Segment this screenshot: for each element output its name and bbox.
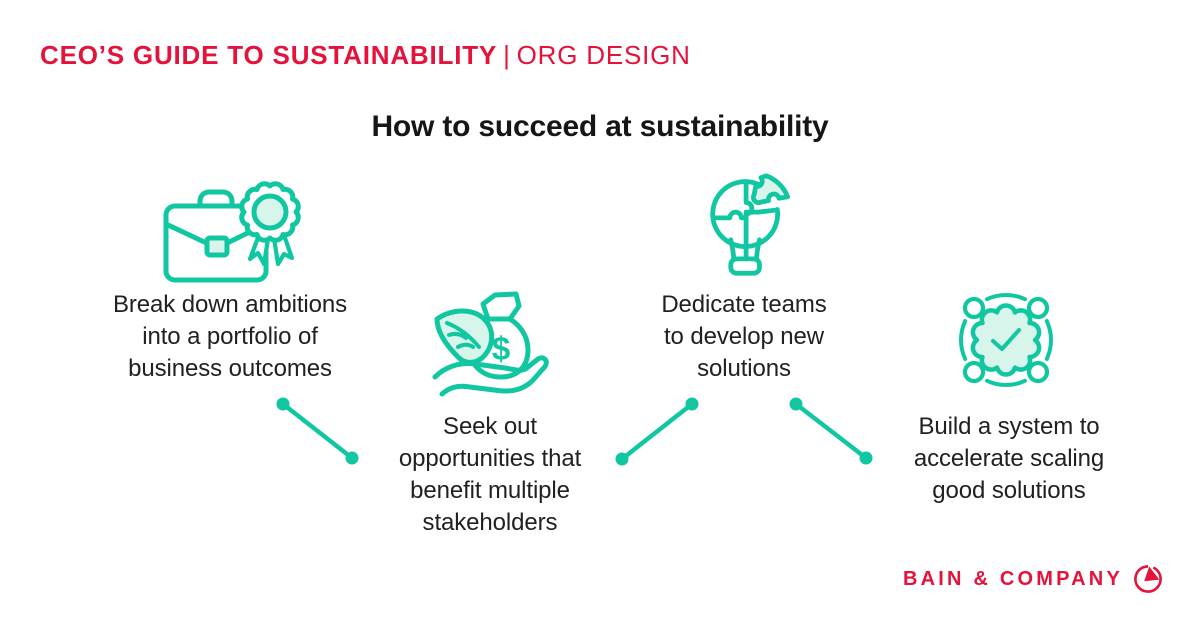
step-label-3: Dedicate teams to develop new solutions <box>661 291 827 382</box>
kicker-light-text: ORG DESIGN <box>516 40 691 70</box>
step-label-2: Seek out opportunities that benefit mult… <box>398 413 582 536</box>
puzzle-lightbulb-icon <box>710 173 791 276</box>
header-kicker: CEO’S GUIDE TO SUSTAINABILITY|ORG DESIGN <box>40 40 691 71</box>
connector-1-2 <box>276 397 359 465</box>
dollar-sign: $ <box>492 330 510 367</box>
step-label-1: Break down ambitions into a portfolio of… <box>112 291 348 382</box>
hand-money-bag-leaf-icon: $ <box>432 291 549 397</box>
brand-name: BAIN & COMPANY <box>903 567 1123 590</box>
gear-check-network-icon <box>959 293 1053 387</box>
bain-compass-logo-icon <box>1134 565 1162 593</box>
kicker-separator: | <box>503 40 511 70</box>
briefcase-award-icon <box>163 181 301 283</box>
step-label-4: Build a system to accelerate scaling goo… <box>913 413 1105 504</box>
brand-lockup: BAIN & COMPANY <box>903 563 1164 595</box>
connector-3-4 <box>789 397 873 465</box>
connector-2-3 <box>615 397 699 466</box>
kicker-bold-text: CEO’S GUIDE TO SUSTAINABILITY <box>40 40 498 70</box>
page-title: How to succeed at sustainability <box>371 110 829 143</box>
